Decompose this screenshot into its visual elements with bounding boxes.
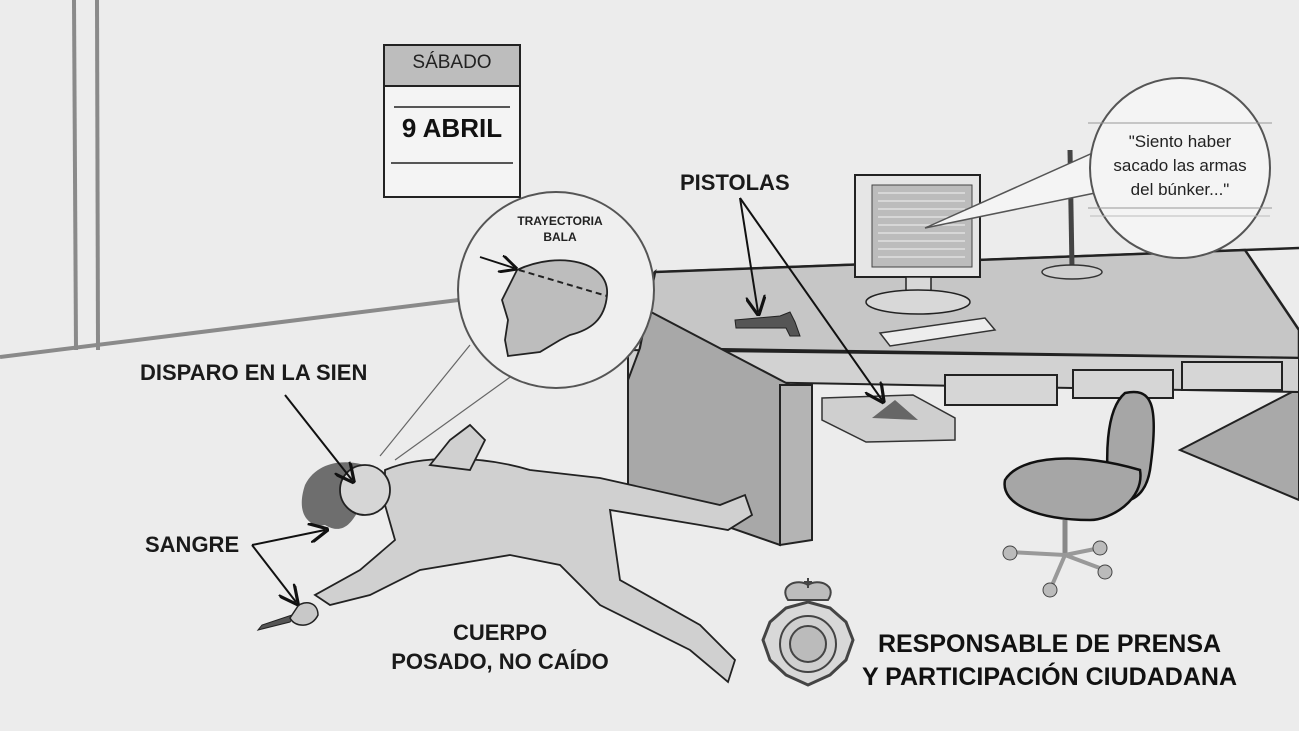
computer-monitor [854, 174, 997, 347]
pistol-in-drawer-icon [872, 400, 918, 420]
footer-line2: Y PARTICIPACIÓN CIUDADANA [862, 663, 1238, 691]
pistols-label: PISTOLAS [680, 170, 790, 195]
speech-line1: "Siento haber [1128, 132, 1232, 151]
calendar-day: SÁBADO [412, 52, 492, 73]
keyboard [878, 317, 997, 347]
calendar-date: 9 ABRIL [401, 113, 503, 143]
skull-trajectory-inset [379, 191, 655, 461]
skull-inset-title: TRAYECTORIA BALA [480, 213, 640, 245]
body-label-line2: POSADO, NO CAÍDO [391, 649, 609, 674]
speech-bubble [924, 77, 1272, 259]
footer-credit: RESPONSABLE DE PRENSA Y PARTICIPACIÓN CI… [862, 628, 1237, 694]
skull-title-line1: TRAYECTORIA [517, 214, 603, 228]
police-badge-logo [761, 578, 855, 687]
speech-line2: sacado las armas [1113, 156, 1247, 175]
office-chair [1002, 390, 1156, 598]
calendar-icon [383, 44, 521, 198]
speech-bubble-text: "Siento haber sacado las armas del búnke… [1080, 130, 1280, 202]
skull-icon [501, 259, 608, 357]
revolver-icon [734, 311, 801, 337]
body-posed-label: CUERPO POSADO, NO CAÍDO [390, 618, 610, 676]
annotation-arrows [251, 197, 882, 602]
footer-line1: RESPONSABLE DE PRENSA [877, 630, 1222, 658]
blood-label: SANGRE [145, 532, 240, 557]
desk [626, 248, 1299, 547]
skull-title-line2: BALA [543, 230, 577, 244]
body-label-line1: CUERPO [452, 620, 548, 645]
temple-shot-label: DISPARO EN LA SIEN [140, 360, 368, 385]
speech-line3: del búnker..." [1130, 180, 1230, 199]
